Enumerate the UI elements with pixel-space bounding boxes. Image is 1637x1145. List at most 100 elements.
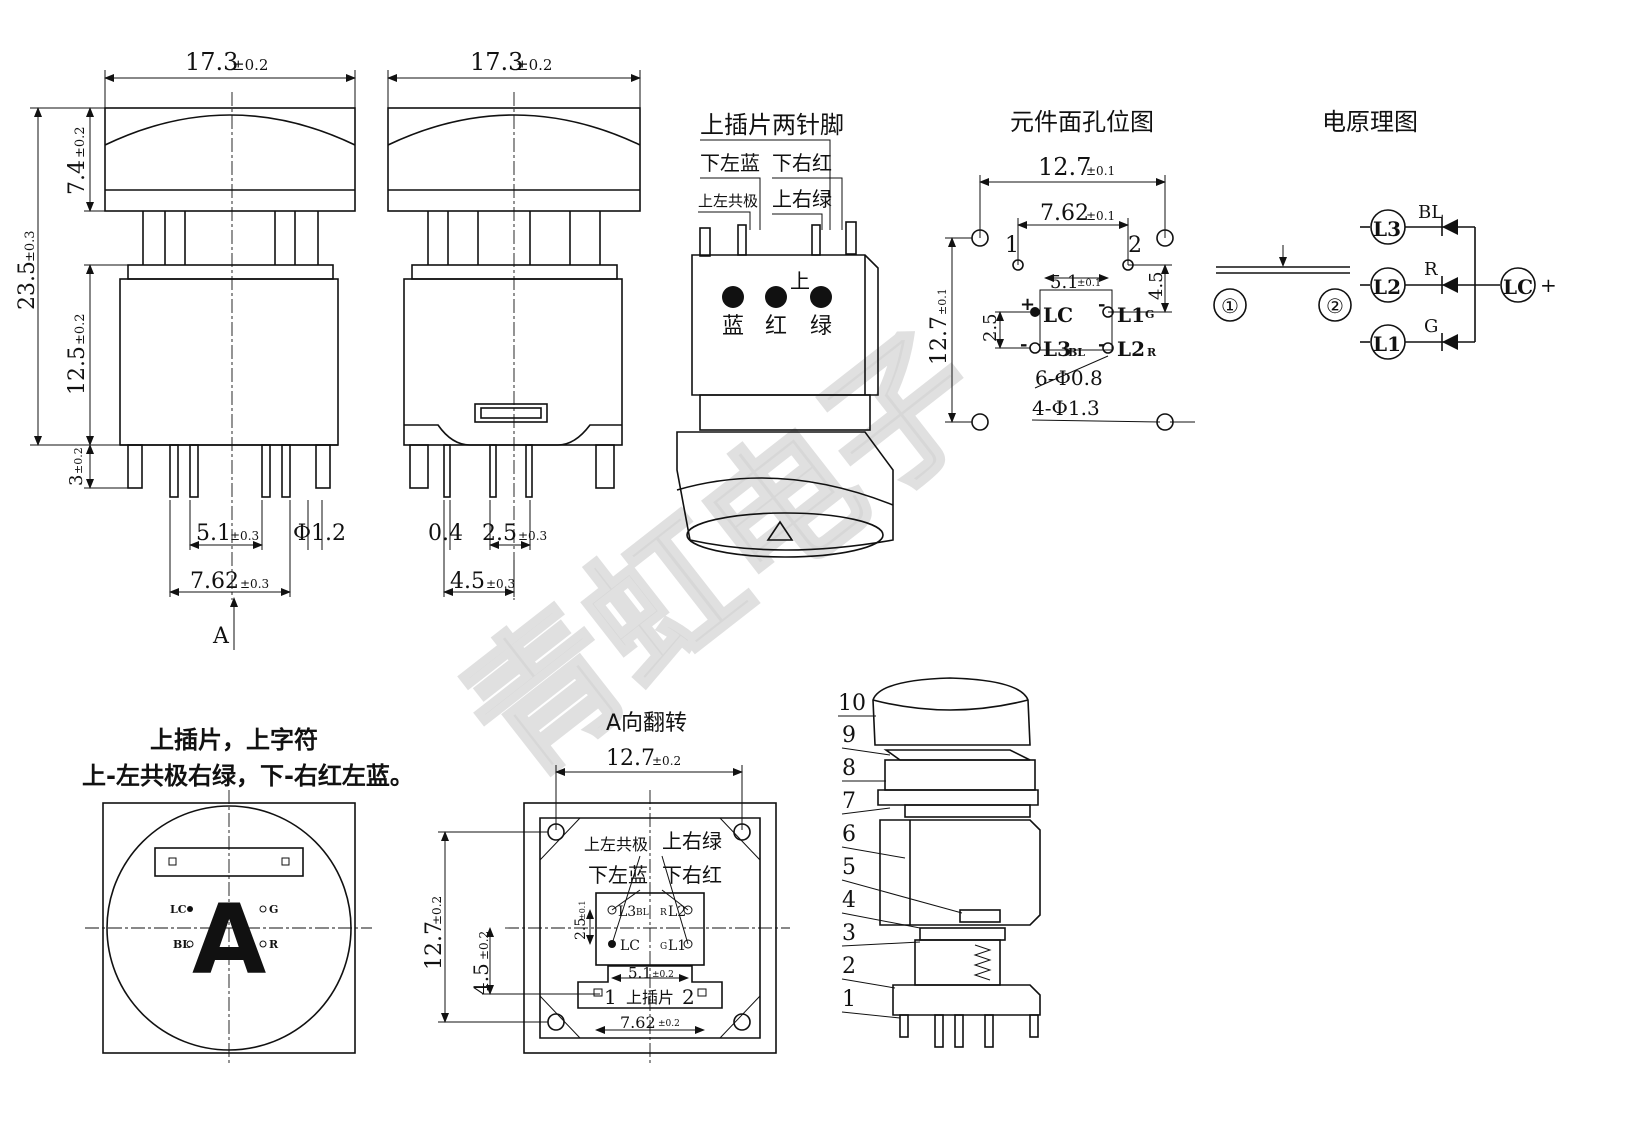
bv-width-dim: 12.7	[606, 746, 655, 771]
hole-inner-dim: 7.62	[1040, 201, 1089, 226]
part-label-2: 2	[842, 954, 856, 979]
sv-pin-pitch-tol: ±0.3	[518, 529, 547, 543]
schem-g: G	[1424, 316, 1438, 337]
bv-l2: L2	[668, 904, 686, 920]
iso-color-red: 红	[765, 314, 787, 339]
bv-lc: LC	[620, 938, 640, 954]
bv-title: A向翻转	[606, 711, 687, 736]
hole-pin1: 1	[1005, 233, 1019, 258]
part-labels: 10 9 8 7 6 5 4 3 2 1	[838, 691, 963, 1019]
hole-bl: BL	[1068, 346, 1085, 359]
bv-upper-left-common: 上左共极	[584, 835, 648, 854]
fv-width-tol: ±0.2	[232, 56, 268, 74]
iso-view: 上插片两针脚 下左蓝 下右红 上左共极 上右绿 上 蓝 红 绿	[676, 111, 894, 558]
bv-l3: L3	[618, 904, 636, 920]
bv-offset-tol: ±0.2	[477, 931, 491, 960]
iso-title: 上插片两针脚	[700, 111, 844, 139]
part-label-10: 10	[838, 691, 866, 716]
hole-pin2: 2	[1128, 233, 1142, 258]
hole-inner-tol: ±0.1	[1086, 209, 1115, 223]
hole-small-holes: 6-Φ0.8	[1035, 366, 1103, 390]
bottom-view: A向翻转 12.7 ±0.2 上左共极 上右绿 下左蓝 下右红 L3 BL R …	[422, 711, 790, 1065]
hole-pin-pitch-dim: 5.1	[1050, 272, 1079, 293]
bv-pin2: 2	[682, 985, 695, 1009]
sv-pin-thick: 0.4	[428, 521, 463, 546]
hole-width-tol: ±0.1	[1086, 164, 1115, 178]
part-label-1: 1	[842, 987, 856, 1012]
sv-width-tol: ±0.2	[516, 56, 552, 74]
side-view: 17.3 ±0.2 0.4 2.5 ±0.3 4.5 ±0.3	[387, 48, 641, 600]
hole-width-dim: 12.7	[1038, 153, 1091, 181]
part-label-5: 5	[842, 855, 856, 880]
fv-total-height-tol: ±0.3	[23, 230, 38, 262]
sv-pin-pitch-dim: 2.5	[482, 521, 517, 546]
schem-node2-label: ②	[1326, 294, 1344, 318]
iso-label-upper-left-common: 上左共极	[698, 192, 758, 210]
bv-pitch-dim: 5.1	[628, 964, 652, 982]
bv-r: R	[660, 908, 667, 918]
hole-height-tol: ±0.1	[936, 288, 949, 315]
tv-heading-2: 上-左共极右绿，下-右红左蓝。	[82, 762, 414, 790]
fv-body-height-tol: ±0.2	[73, 313, 88, 345]
svg-text:-: -	[1020, 334, 1027, 355]
bv-row-dim: 7.62	[620, 1013, 656, 1032]
bv-lower-right-red: 下右红	[662, 863, 722, 887]
iso-label-lower-right-red: 下右红	[772, 151, 832, 175]
bv-upper-right-green: 上右绿	[662, 829, 722, 853]
fv-width-dim: 17.3	[185, 48, 238, 76]
tv-r: R	[269, 938, 279, 951]
hole-height-dim: 12.7	[927, 316, 952, 365]
bv-lower-left-blue: 下左蓝	[588, 863, 648, 887]
schematic: 电原理图 ① ② L3 L2 L1 LC + BL R G	[1213, 108, 1557, 360]
tv-bl: BL	[173, 938, 190, 951]
fv-pin-pitch-tol: ±0.3	[230, 529, 259, 543]
schem-l3: L3	[1373, 217, 1401, 241]
iso-color-blue: 蓝	[722, 314, 744, 339]
part-label-6: 6	[842, 822, 856, 847]
fv-cap-height-dim: 7.4	[65, 160, 90, 195]
tv-symbol: A	[192, 884, 266, 996]
sv-offset-tol: ±0.3	[486, 577, 515, 591]
svg-text:-: -	[1098, 294, 1105, 315]
bv-g: G	[660, 942, 667, 952]
fv-pin-diameter: Φ1.2	[293, 521, 346, 546]
front-view: 17.3 ±0.2 23.5 ±0.3 7.4 ±0.2	[15, 48, 356, 650]
bv-insert: 上插片	[626, 988, 674, 1007]
fv-arrow-label: A	[212, 624, 230, 649]
bv-height-dim: 12.7	[422, 921, 447, 970]
fv-pin-pitch-dim: 5.1	[196, 521, 231, 546]
part-label-9: 9	[842, 723, 856, 748]
iso-label-upper-right-green: 上右绿	[772, 187, 832, 211]
bv-bl: BL	[636, 908, 649, 918]
hole-title: 元件面孔位图	[1010, 108, 1154, 136]
tv-g: G	[269, 903, 278, 916]
svg-text:+: +	[1020, 294, 1035, 315]
fv-total-height-dim: 23.5	[15, 261, 40, 310]
svg-text:-: -	[1098, 334, 1105, 355]
iso-top-char: 上	[790, 269, 810, 293]
iso-color-green: 绿	[810, 314, 832, 339]
fv-pin-length-tol: ±0.2	[72, 447, 85, 474]
part-label-7: 7	[842, 789, 856, 814]
tv-lc: LC	[170, 903, 187, 916]
hole-l3: L3	[1043, 337, 1071, 361]
hole-r: R	[1147, 346, 1157, 359]
bv-small-dim: 2.5	[573, 918, 589, 940]
fv-row-span-tol: ±0.3	[240, 577, 269, 591]
bv-width-tol: ±0.2	[652, 754, 681, 768]
fv-row-span-dim: 7.62	[190, 569, 239, 594]
part-label-3: 3	[842, 921, 856, 946]
part-label-4: 4	[842, 888, 856, 913]
schem-title: 电原理图	[1322, 108, 1418, 136]
top-view: 上插片，上字符 上-左共极右绿，下-右红左蓝。 A LC G BL R	[82, 726, 414, 1065]
hole-pin-pitch-tol: ±0.1	[1077, 278, 1101, 289]
exploded-view: 10 9 8 7 6 5 4 3 2 1	[838, 677, 1041, 1048]
hole-v-offset: 4.5	[1146, 271, 1167, 300]
schem-r: R	[1424, 259, 1438, 280]
bv-small-tol: ±0.1	[578, 901, 587, 920]
hole-g: G	[1145, 308, 1154, 321]
hole-big-holes: 4-Φ1.3	[1032, 396, 1100, 420]
hole-small-dim: 2.5	[980, 313, 1001, 342]
watermark: 青虹电子	[433, 300, 1017, 811]
